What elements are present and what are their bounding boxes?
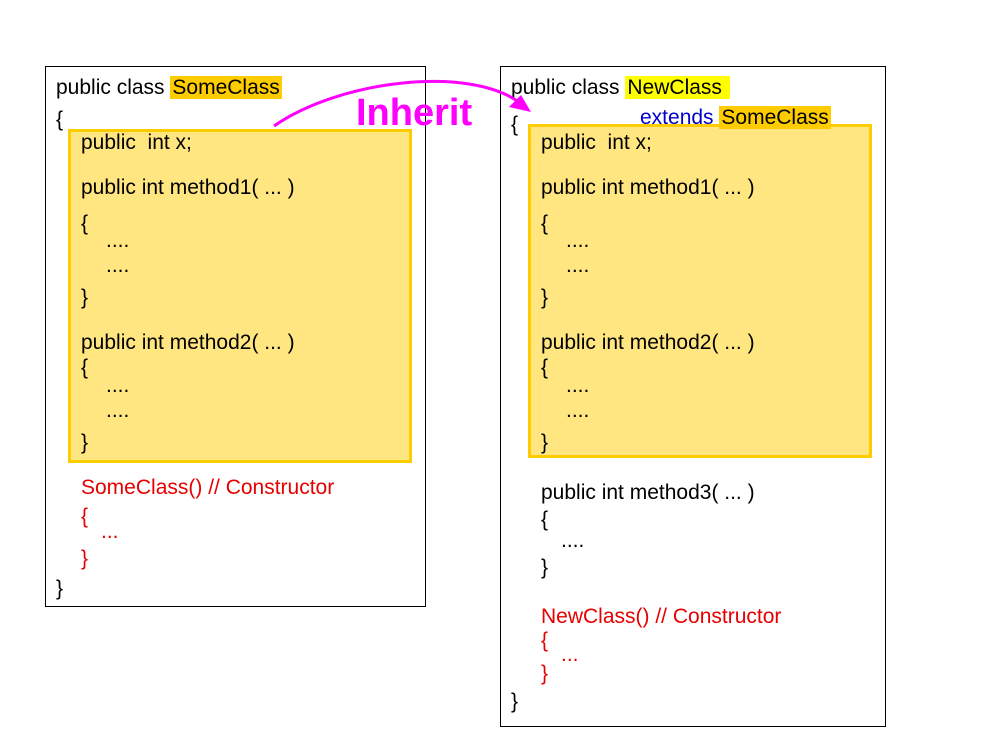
newclass-method3-open: { bbox=[541, 508, 549, 531]
someclass-member-method1-body1: .... bbox=[106, 229, 130, 252]
someclass-member-method2-body2: .... bbox=[106, 399, 130, 422]
someclass-constructor-close: } bbox=[81, 547, 89, 570]
someclass-member-field-x: public int x; bbox=[81, 131, 192, 154]
someclass-close-brace: } bbox=[56, 577, 64, 600]
newclass-member-method2-body1: .... bbox=[566, 374, 590, 397]
newclass-member-method2-open: { bbox=[541, 356, 549, 379]
newclass-inherited-region bbox=[528, 124, 872, 458]
newclass-constructor-sig: NewClass() // Constructor bbox=[541, 605, 782, 628]
newclass-constructor-open: { bbox=[541, 629, 549, 652]
newclass-method3-close: } bbox=[541, 556, 549, 579]
newclass-close-brace: } bbox=[511, 690, 519, 713]
someclass-member-method2-open: { bbox=[81, 356, 89, 379]
newclass-declaration: public class NewClass bbox=[511, 76, 730, 100]
someclass-open-brace: { bbox=[56, 108, 64, 131]
newclass-parent-name: SomeClass bbox=[719, 106, 831, 129]
newclass-decl-prefix: public class bbox=[511, 76, 626, 99]
newclass-member-method2-body2: .... bbox=[566, 399, 590, 422]
someclass-member-method1-open: { bbox=[81, 212, 89, 235]
someclass-inherited-region bbox=[68, 129, 412, 463]
someclass-decl-prefix: public class bbox=[56, 76, 171, 99]
someclass-name: SomeClass bbox=[170, 76, 282, 99]
newclass-member-method1-body2: .... bbox=[566, 254, 590, 277]
inherit-arrow-head bbox=[509, 95, 531, 112]
newclass-name: NewClass bbox=[625, 76, 730, 99]
inherit-arrow-path bbox=[273, 79, 521, 128]
someclass-member-method2-body1: .... bbox=[106, 374, 130, 397]
inherit-label: Inherit bbox=[356, 92, 473, 134]
someclass-constructor-body: ... bbox=[101, 520, 119, 543]
newclass-member-method1-body1: .... bbox=[566, 229, 590, 252]
someclass-declaration: public class SomeClass bbox=[56, 76, 282, 100]
someclass-member-method2-close: } bbox=[81, 431, 89, 454]
someclass-constructor-open: { bbox=[81, 505, 89, 528]
someclass-member-method1-body2: .... bbox=[106, 254, 130, 277]
newclass-member-field-x: public int x; bbox=[541, 131, 652, 154]
newclass-member-method1-sig: public int method1( ... ) bbox=[541, 176, 755, 199]
newclass-constructor-body: ... bbox=[561, 643, 579, 666]
newclass-extends-clause: extends SomeClass bbox=[640, 106, 831, 130]
newclass-method3-sig: public int method3( ... ) bbox=[541, 481, 755, 504]
newclass-member-method1-close: } bbox=[541, 286, 549, 309]
newclass-method3-body: .... bbox=[561, 529, 585, 552]
someclass-constructor-sig: SomeClass() // Constructor bbox=[81, 476, 335, 499]
someclass-member-method1-sig: public int method1( ... ) bbox=[81, 176, 295, 199]
newclass-member-method2-close: } bbox=[541, 431, 549, 454]
newclass-member-method2-sig: public int method2( ... ) bbox=[541, 331, 755, 354]
someclass-member-method2-sig: public int method2( ... ) bbox=[81, 331, 295, 354]
extends-keyword: extends bbox=[640, 106, 714, 129]
newclass-open-brace: { bbox=[511, 113, 519, 136]
newclass-member-method1-open: { bbox=[541, 212, 549, 235]
someclass-member-method1-close: } bbox=[81, 286, 89, 309]
newclass-constructor-close: } bbox=[541, 662, 549, 685]
